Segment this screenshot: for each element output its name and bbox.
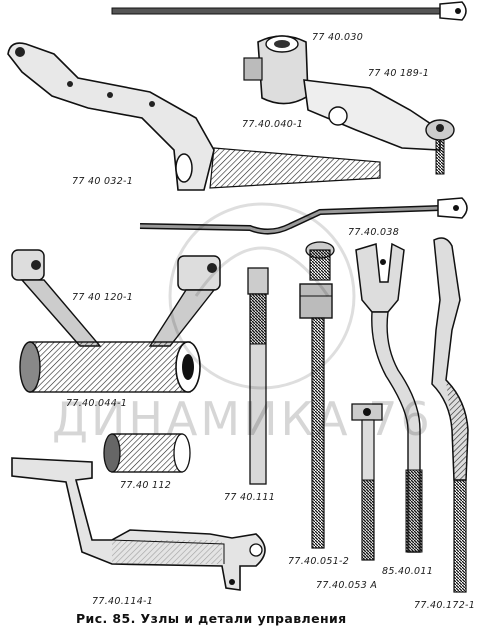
part-77-40-189-1	[243, 35, 455, 175]
part-77-40-038	[139, 197, 468, 235]
part-85-40-011	[355, 242, 423, 553]
part-77-40-053a	[351, 403, 383, 561]
part-77-40-114-1	[11, 457, 266, 591]
part-label: 77 40 189-1	[368, 68, 430, 79]
part-label: 77.40.114-1	[92, 596, 154, 607]
part-77-40-051-2	[299, 241, 335, 549]
figure-caption: Рис. 85. Узлы и детали управления	[76, 611, 347, 626]
part-label: 77.40.051-2	[288, 556, 350, 567]
part-label: 77 40 120-1	[72, 292, 134, 303]
part-77-40-111	[247, 267, 269, 485]
part-77-40-172-1	[431, 237, 469, 593]
part-label: 77.40.040-1	[242, 119, 304, 130]
watermark-emblem	[168, 202, 356, 390]
part-label: 77.40.044-1	[66, 398, 128, 409]
part-77-40-112	[103, 433, 191, 473]
watermark-text: ДИНАМИКА 76	[52, 392, 433, 446]
part-label: 77.40.172-1	[414, 600, 476, 611]
part-label: 77 40.030	[312, 32, 364, 43]
part-77-40-030	[111, 1, 467, 21]
part-77-40-120-1	[11, 249, 221, 393]
part-label: 77.40 112	[120, 480, 172, 491]
part-label: 77 40.111	[224, 492, 276, 503]
part-label: 77.40.038	[348, 227, 400, 238]
part-label: 85.40.011	[382, 566, 434, 577]
part-label: 77.40.053 A	[316, 580, 378, 591]
part-label: 77 40 032-1	[72, 176, 134, 187]
part-77-40-032-1	[7, 42, 381, 191]
